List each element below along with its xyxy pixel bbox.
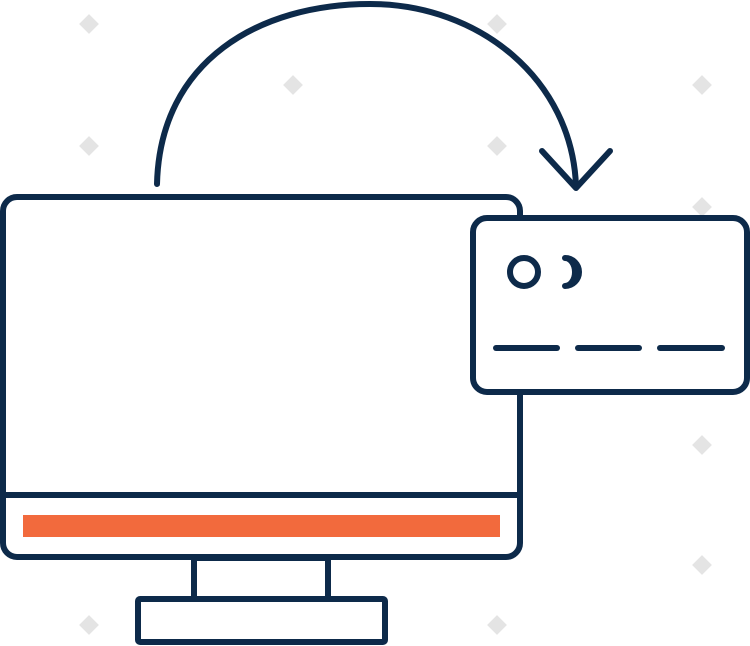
card-body [470,215,750,395]
arrow-head [539,148,613,191]
monitor-screen [0,194,523,560]
card-logo-crescent [562,255,582,289]
monitor-accent-bar [23,515,500,537]
monitor-neck [191,555,331,603]
arrow-arc [154,1,579,189]
card-logo-circle [507,255,541,289]
credit-card-icon [470,215,750,395]
monitor-icon [0,194,523,645]
monitor-base [135,596,388,645]
curved-arrow-icon [154,1,613,191]
